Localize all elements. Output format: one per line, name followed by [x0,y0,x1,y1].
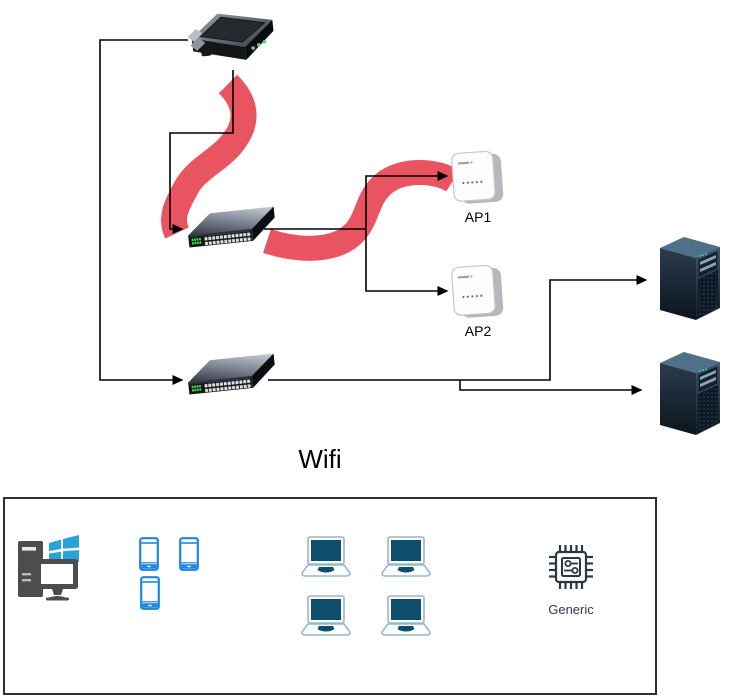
windows-pc-icon [18,535,79,601]
edge-router-to-top-switch[interactable] [169,70,234,234]
switch-bottom-node[interactable] [181,347,282,411]
laptop-node-1[interactable] [297,535,355,579]
ap2-node[interactable]: AP2 [450,260,506,339]
server-top-node[interactable] [654,232,728,322]
router-icon [187,13,274,60]
router-node[interactable] [183,0,286,77]
smartphone-icon [179,537,199,571]
switch-top-node[interactable] [181,200,282,264]
edge-switch-to-ap2[interactable] [365,229,449,296]
laptop-icon [301,536,351,577]
diagram-title[interactable]: Wifi [298,444,342,474]
generic-chip-label: Generic [548,602,594,617]
ap1-label: AP1 [464,209,492,225]
ap2-label: AP2 [464,323,492,339]
laptop-node-4[interactable] [377,594,435,638]
generic-chip-node[interactable] [547,543,595,591]
edge-switch-to-ap1[interactable] [365,171,449,229]
laptop-node-2[interactable] [377,535,435,579]
laptop-node-3[interactable] [297,594,355,638]
switch-icon [188,206,275,248]
windows-pc-node[interactable] [16,533,80,603]
red-marker-stroke-switch-to-ap1[interactable] [263,160,460,261]
red-marker-stroke-router-to-switch[interactable] [161,74,257,239]
server-bottom-node[interactable] [654,347,728,437]
ap1-node[interactable]: AP1 [450,146,506,225]
smartphone-icon [139,537,159,571]
smartphone-node-2[interactable] [179,537,199,571]
laptop-icon [381,536,431,577]
smartphone-icon [140,576,160,610]
smartphone-node-1[interactable] [139,537,159,571]
access-point-icon [451,264,504,318]
edge-switch-to-top-server[interactable] [268,275,648,381]
edge-switch-to-bottom-server[interactable] [459,380,643,395]
server-icon [660,237,720,320]
smartphone-node-3[interactable] [140,576,160,610]
laptop-icon [381,595,431,636]
access-point-icon [451,150,504,204]
switch-icon [188,353,275,395]
edge-router-to-bottom-switch[interactable] [99,39,188,385]
laptop-icon [301,595,351,636]
server-icon [660,352,720,435]
chip-icon [549,545,593,589]
